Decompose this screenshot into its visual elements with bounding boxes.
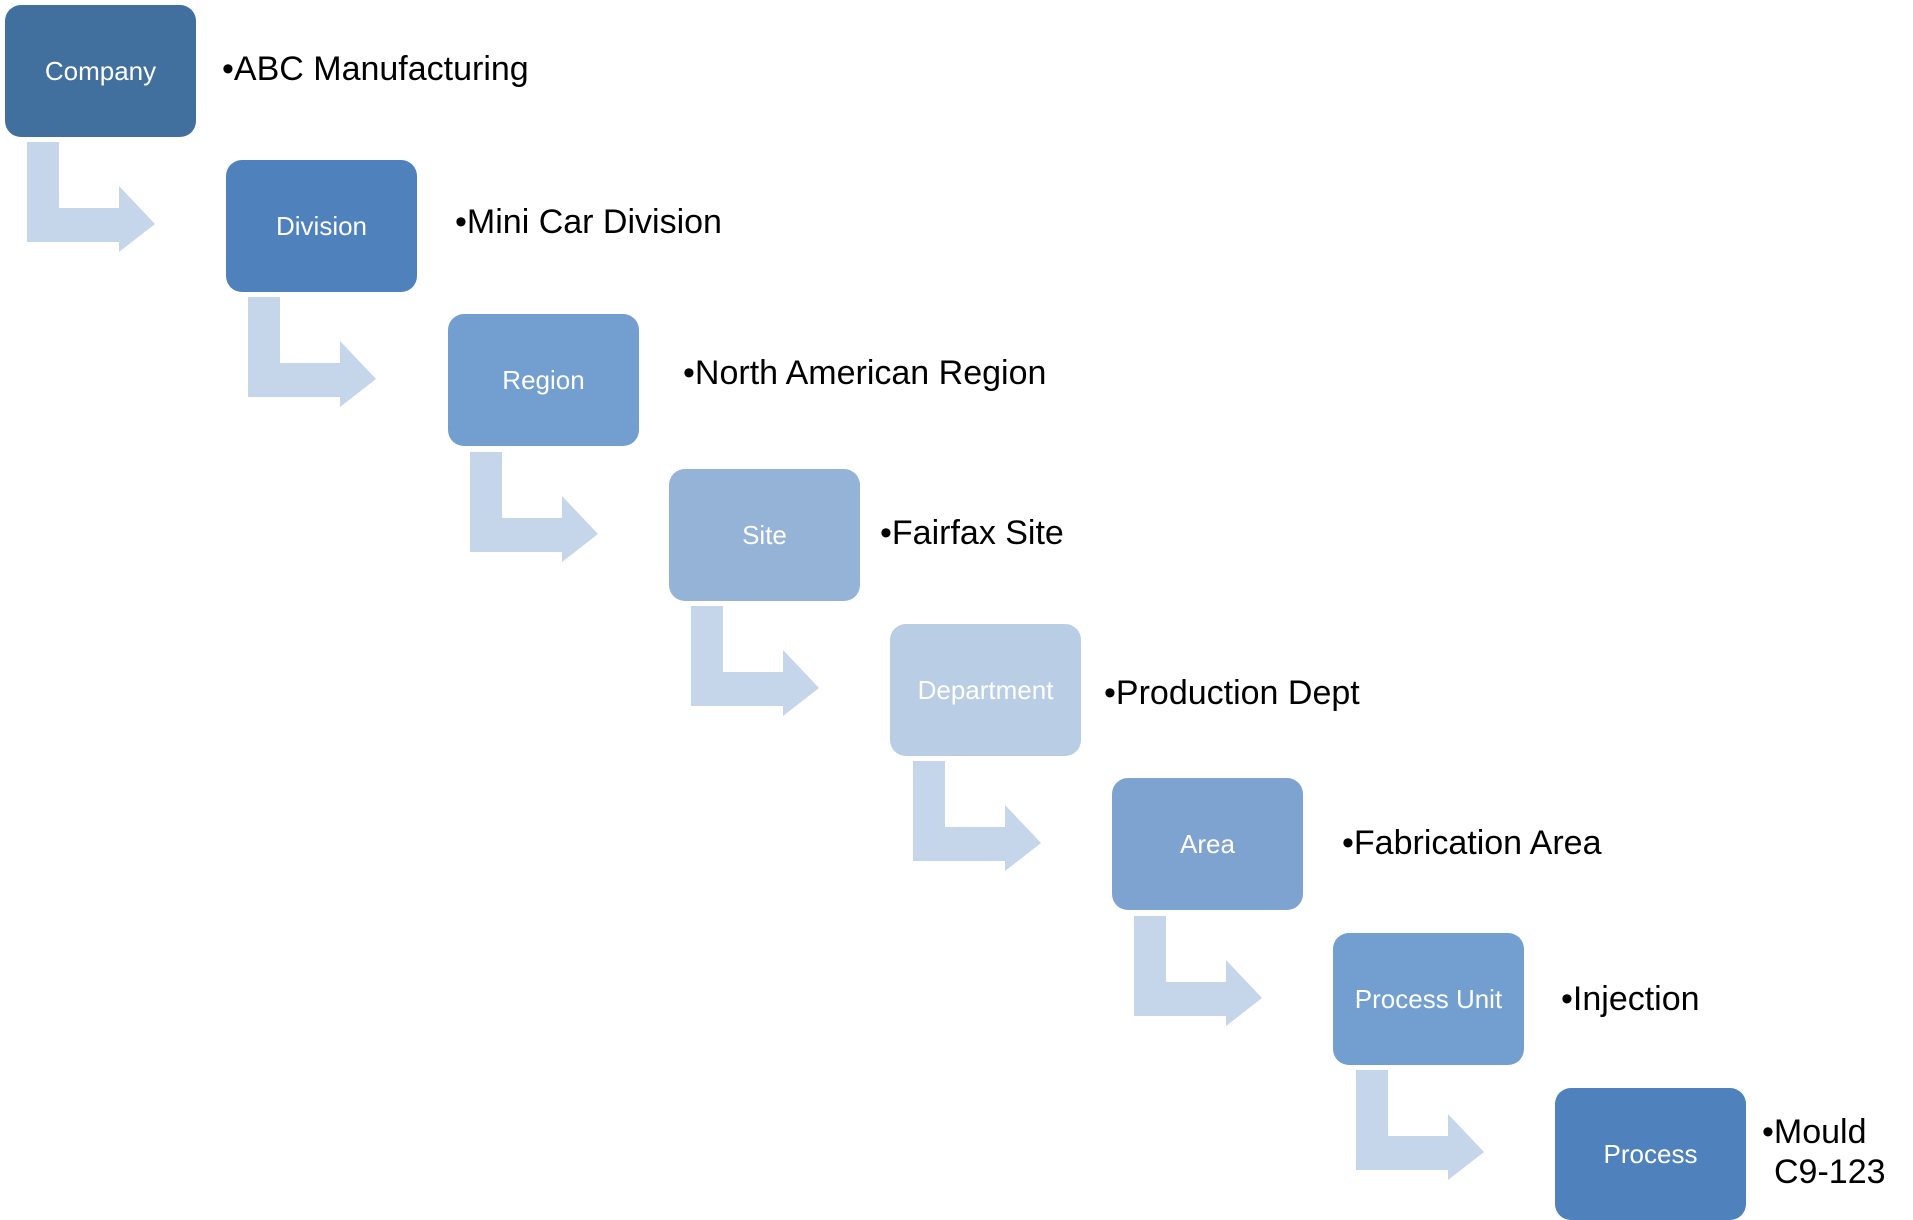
level-description-area: •Fabrication Area [1342,824,1602,862]
connector-arrow [913,761,1041,871]
level-box-department: Department [890,624,1081,756]
level-box-area: Area [1112,778,1303,910]
connector-arrow [1356,1070,1484,1180]
level-label: Department [917,674,1054,705]
connector-arrow [691,606,819,716]
connector-arrow [27,142,155,252]
level-box-process-unit: Process Unit [1333,933,1524,1065]
connector-arrow [248,297,376,407]
level-description-division: •Mini Car Division [455,203,722,241]
level-description-process: •Mould C9-123 [1762,1113,1886,1191]
level-box-company: Company [5,5,196,137]
connector-arrow [470,452,598,562]
level-description-site: •Fairfax Site [880,514,1064,552]
level-label: Region [502,364,585,395]
level-description-process-unit: •Injection [1561,980,1700,1018]
level-description-company: •ABC Manufacturing [222,50,529,88]
level-label: Process [1603,1138,1698,1169]
level-box-division: Division [226,160,417,292]
level-description-region: •North American Region [683,354,1047,392]
level-description-department: •Production Dept [1104,674,1360,712]
level-label: Process Unit [1354,983,1503,1014]
level-label: Area [1180,828,1235,859]
level-box-region: Region [448,314,639,446]
connector-arrow [1134,916,1262,1026]
level-label: Site [742,519,787,550]
level-box-site: Site [669,469,860,601]
level-label: Company [44,55,157,86]
level-label: Division [275,210,368,241]
level-box-process: Process [1555,1088,1746,1220]
